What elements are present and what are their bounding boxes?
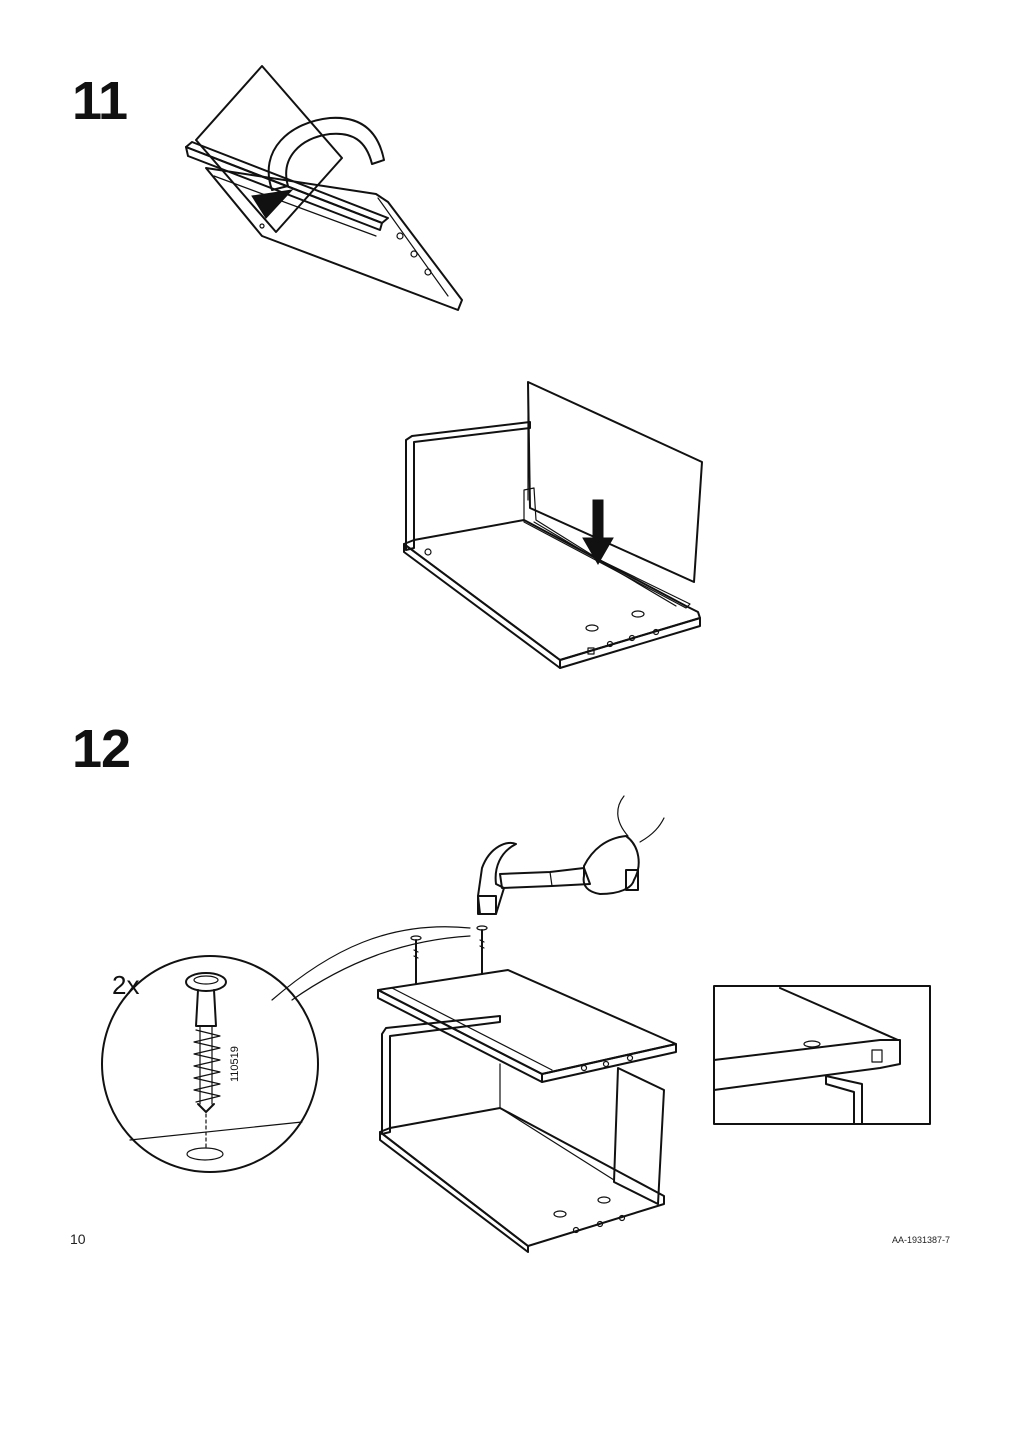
callout-line xyxy=(271,926,471,1001)
dowel-hole xyxy=(396,232,404,240)
step-12-box-illustration xyxy=(377,969,677,1253)
base-panel xyxy=(205,167,463,311)
document-id: AA-1931387-7 xyxy=(891,1235,950,1245)
part-number-label: 110519 xyxy=(229,1046,241,1082)
zoom-circle xyxy=(101,955,319,1173)
hammer-icon xyxy=(477,795,665,915)
back-panel xyxy=(195,65,343,233)
nail-icon xyxy=(185,972,227,1151)
left-side-panel xyxy=(405,421,531,551)
bottom-panel xyxy=(379,1107,665,1247)
rail-front xyxy=(185,146,383,231)
right-side-panel xyxy=(613,1067,665,1205)
down-arrow-icon xyxy=(582,499,614,566)
step-12-detail-inset xyxy=(713,985,931,1125)
step-12-hammer-illustration xyxy=(410,795,665,985)
step-11-insert-illustration xyxy=(403,381,703,669)
nail-icon xyxy=(476,925,488,975)
step-12-number: 12 xyxy=(72,719,131,779)
dowel-hole xyxy=(410,250,418,258)
detail-frame xyxy=(713,985,931,1125)
step-12-detail-callout: 2x 110519 xyxy=(101,926,471,1173)
rotate-arrow-icon xyxy=(251,116,385,219)
back-panel-upright xyxy=(527,381,703,583)
nail-icon xyxy=(410,935,422,985)
step-11-number: 11 xyxy=(72,71,128,131)
step-11-flip-illustration xyxy=(185,65,463,311)
nail-hole xyxy=(186,1147,224,1161)
page-number: 10 xyxy=(70,1231,86,1247)
dowel-hole xyxy=(424,268,432,276)
